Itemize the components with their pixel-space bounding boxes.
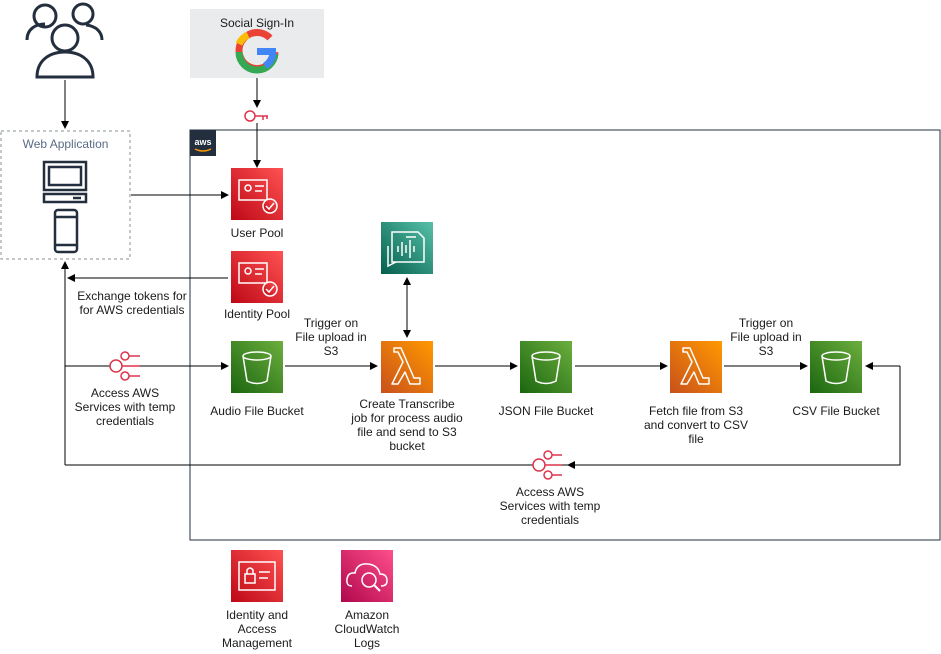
iam-icon xyxy=(231,550,283,602)
google-icon xyxy=(235,29,279,74)
audio-bucket-label: Audio File Bucket xyxy=(210,404,304,418)
mobile-icon xyxy=(53,208,79,254)
user-pool-icon xyxy=(231,168,283,220)
lambda-csv-label: Fetch file from S3 and convert to CSV fi… xyxy=(643,404,749,446)
web-app-label: Web Application xyxy=(22,137,109,151)
users-icon xyxy=(25,2,104,79)
s3-bucket-icon-csv xyxy=(810,341,862,393)
key-icon-social xyxy=(244,110,268,122)
exchange-tokens-label: Exchange tokens for for AWS credentials xyxy=(77,289,187,317)
identity-pool-label: Identity Pool xyxy=(223,307,291,321)
lambda-transcribe-label: Create Transcribe job for process audio … xyxy=(351,397,463,453)
identity-pool-icon xyxy=(231,251,283,303)
lambda-icon-csv xyxy=(670,341,722,393)
user-pool-label: User Pool xyxy=(230,226,284,240)
aws-logo-text: aws xyxy=(194,137,211,147)
temp-credentials-icon-bottom xyxy=(532,450,562,480)
web-app-group xyxy=(0,130,131,260)
transcribe-icon xyxy=(381,222,433,274)
connectors xyxy=(61,78,901,469)
s3-bucket-icon-json xyxy=(520,341,572,393)
cloudwatch-label: Amazon CloudWatch Logs xyxy=(334,608,400,650)
access-aws-left-label: Access AWS Services with temp credential… xyxy=(74,386,176,428)
access-aws-bottom-label: Access AWS Services with temp credential… xyxy=(499,485,601,527)
trigger-label-1: Trigger on File upload in S3 xyxy=(295,316,367,358)
iam-label: Identity and Access Management xyxy=(221,608,293,650)
lambda-icon-transcribe xyxy=(381,341,433,393)
temp-credentials-icon-left xyxy=(109,351,140,381)
desktop-icon xyxy=(42,160,88,204)
trigger-label-2: Trigger on File upload in S3 xyxy=(730,316,802,358)
cloudwatch-logs-icon xyxy=(341,550,393,602)
csv-bucket-label: CSV File Bucket xyxy=(792,404,880,418)
json-bucket-label: JSON File Bucket xyxy=(498,404,594,418)
aws-cloud-group xyxy=(189,129,941,541)
social-signin-label: Social Sign-In xyxy=(219,16,295,30)
s3-bucket-icon-audio xyxy=(231,341,283,393)
